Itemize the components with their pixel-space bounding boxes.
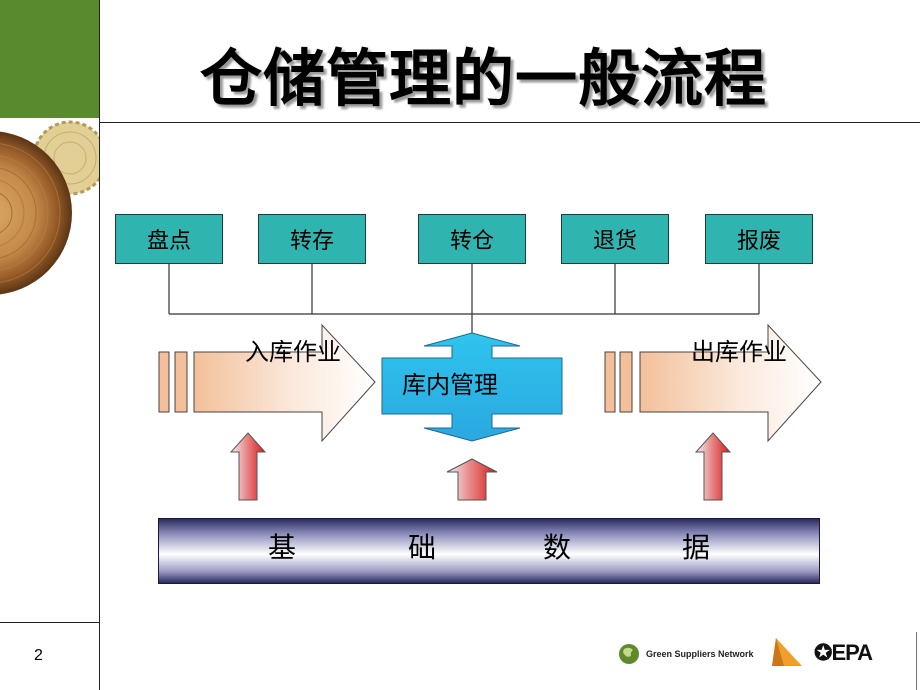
inbound-arrow-shape xyxy=(158,323,376,443)
base-char-3: 数 xyxy=(543,531,572,564)
box-transfer-warehouse: 转仓 xyxy=(418,214,526,264)
gsn-globe-icon xyxy=(619,644,639,664)
connector-lines xyxy=(168,264,760,333)
triangle-logo-icon xyxy=(772,638,802,666)
outbound-arrow-shape xyxy=(604,323,822,443)
center-updown-arrow xyxy=(381,332,563,442)
left-divider xyxy=(99,0,100,690)
box-scrap: 报废 xyxy=(705,214,813,264)
base-data-bar xyxy=(158,518,820,584)
page-number-divider xyxy=(0,622,100,623)
inbound-label: 入库作业 xyxy=(245,338,341,366)
footer-right-divider xyxy=(916,632,917,690)
center-label: 库内管理 xyxy=(402,371,498,399)
outbound-label: 出库作业 xyxy=(691,338,787,366)
base-char-4: 据 xyxy=(682,531,711,564)
green-suppliers-network-logo: Green Suppliers Network xyxy=(618,643,754,665)
red-up-arrow-left xyxy=(229,432,267,501)
slide-title: 仓储管理的一般流程 xyxy=(200,42,768,115)
green-corner-block xyxy=(0,0,100,118)
wood-rings-image xyxy=(0,120,100,295)
gsn-text: Green Suppliers Network xyxy=(646,649,754,659)
title-underline xyxy=(99,122,920,123)
box-inventory-check: 盘点 xyxy=(115,214,223,264)
box-transfer-storage: 转存 xyxy=(258,214,366,264)
epa-flower-icon: ✪ xyxy=(814,640,832,665)
base-char-1: 基 xyxy=(268,531,297,564)
red-up-arrow-center xyxy=(446,458,498,501)
page-number: 2 xyxy=(34,647,43,664)
red-up-arrow-right xyxy=(694,432,732,501)
epa-logo: ✪EPA xyxy=(814,640,873,666)
epa-text: EPA xyxy=(831,640,873,665)
base-char-2: 础 xyxy=(408,531,437,564)
box-return: 退货 xyxy=(561,214,669,264)
